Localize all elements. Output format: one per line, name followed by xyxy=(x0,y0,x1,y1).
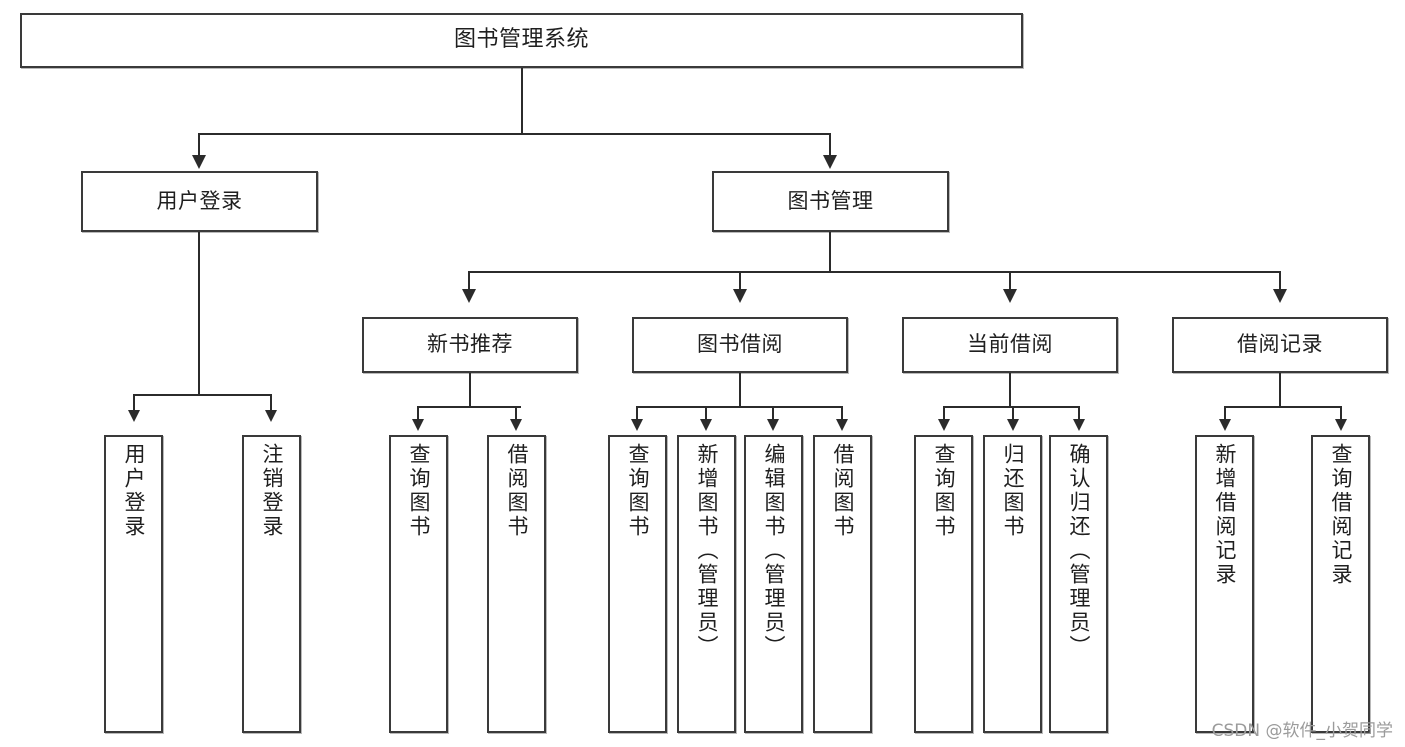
node-leaf-add-book[interactable]: 新增图书（管理员） xyxy=(677,435,736,733)
connector-current-borrow-bus xyxy=(943,406,1078,408)
node-label: 新增借阅记录 xyxy=(1213,443,1237,587)
node-leaf-query-book-3[interactable]: 查询图书 xyxy=(914,435,973,733)
arrowhead-leaf-add-book xyxy=(700,419,712,431)
connector-root-down xyxy=(521,68,523,134)
connector-current-borrow-down xyxy=(1009,373,1011,407)
node-label: 图书管理系统 xyxy=(453,27,589,53)
node-label: 归还图书 xyxy=(1001,443,1025,539)
connector-new-book-leaf2 xyxy=(515,406,517,420)
node-branch-user-login[interactable]: 用户登录 xyxy=(81,171,318,232)
connector-new-book-leaf1 xyxy=(417,406,419,420)
node-label: 当前借阅 xyxy=(967,332,1053,357)
connector-book-borrow-leaf3 xyxy=(772,406,774,420)
connector-user-login-down xyxy=(198,232,200,395)
arrowhead-leaf-query-book-3 xyxy=(938,419,950,431)
node-label: 编辑图书（管理员） xyxy=(762,443,786,659)
connector-book-borrow-leaf4 xyxy=(841,406,843,420)
node-label: 借阅图书 xyxy=(831,443,855,539)
arrowhead-leaf-user-login xyxy=(128,410,140,422)
node-sub-current-borrow[interactable]: 当前借阅 xyxy=(902,317,1118,373)
node-leaf-user-login[interactable]: 用户登录 xyxy=(104,435,163,733)
arrowhead-leaf-return-book xyxy=(1007,419,1019,431)
connector-borrow-record-down xyxy=(1279,373,1281,407)
connector-book-borrow-leaf1 xyxy=(636,406,638,420)
arrowhead-book-manage xyxy=(823,155,837,169)
node-label: 图书借阅 xyxy=(697,332,783,357)
connector-user-login-bus xyxy=(133,394,270,396)
node-label: 查询图书 xyxy=(407,443,431,539)
node-leaf-return-book[interactable]: 归还图书 xyxy=(983,435,1042,733)
node-label: 确认归还（管理员） xyxy=(1067,443,1091,659)
connector-borrow-record-bus xyxy=(1224,406,1342,408)
node-leaf-edit-book[interactable]: 编辑图书（管理员） xyxy=(744,435,803,733)
node-leaf-borrow-book-2[interactable]: 借阅图书 xyxy=(813,435,872,733)
arrowhead-borrow-record xyxy=(1273,289,1287,303)
arrowhead-leaf-logout-login xyxy=(265,410,277,422)
node-label: 新增图书（管理员） xyxy=(695,443,719,659)
node-label: 新书推荐 xyxy=(427,332,513,357)
node-label: 用户登录 xyxy=(156,188,243,213)
node-label: 注销登录 xyxy=(260,443,284,539)
connector-user-login-leaf1 xyxy=(133,394,135,412)
connector-new-book-down xyxy=(469,373,471,407)
arrowhead-leaf-query-book-1 xyxy=(412,419,424,431)
node-label: 借阅记录 xyxy=(1237,332,1323,357)
connector-borrow-record-leaf1 xyxy=(1224,406,1226,420)
connector-to-book-borrow xyxy=(739,271,741,291)
arrowhead-leaf-edit-book xyxy=(767,419,779,431)
connector-borrow-record-leaf2 xyxy=(1340,406,1342,420)
connector-current-borrow-leaf1 xyxy=(943,406,945,420)
node-leaf-add-record[interactable]: 新增借阅记录 xyxy=(1195,435,1254,733)
node-leaf-confirm-return[interactable]: 确认归还（管理员） xyxy=(1049,435,1108,733)
node-label: 查询图书 xyxy=(932,443,956,539)
arrowhead-leaf-borrow-book-1 xyxy=(510,419,522,431)
connector-to-book-manage xyxy=(829,133,831,158)
arrowhead-current-borrow xyxy=(1003,289,1017,303)
arrowhead-leaf-query-record xyxy=(1335,419,1347,431)
arrowhead-new-book-recommend xyxy=(462,289,476,303)
arrowhead-leaf-add-record xyxy=(1219,419,1231,431)
node-sub-book-borrow[interactable]: 图书借阅 xyxy=(632,317,848,373)
node-leaf-borrow-book-1[interactable]: 借阅图书 xyxy=(487,435,546,733)
connector-user-login-leaf2 xyxy=(270,394,272,412)
connector-book-borrow-leaf2 xyxy=(705,406,707,420)
connector-current-borrow-leaf2 xyxy=(1012,406,1014,420)
connector-sub-branch-bus xyxy=(468,271,1280,273)
arrowhead-leaf-confirm-return xyxy=(1073,419,1085,431)
connector-to-user-login xyxy=(198,133,200,158)
arrowhead-leaf-query-book-2 xyxy=(631,419,643,431)
csdn-watermark: CSDN @软件_小贺同学 xyxy=(1211,721,1393,741)
node-label: 查询图书 xyxy=(626,443,650,539)
node-label: 查询借阅记录 xyxy=(1329,443,1353,587)
node-leaf-query-book-1[interactable]: 查询图书 xyxy=(389,435,448,733)
connector-level2-bus xyxy=(198,133,829,135)
connector-book-borrow-down xyxy=(739,373,741,407)
node-label: 图书管理 xyxy=(787,188,874,213)
node-root-system[interactable]: 图书管理系统 xyxy=(20,13,1023,68)
connector-to-borrow-record xyxy=(1279,271,1281,291)
node-leaf-logout-login[interactable]: 注销登录 xyxy=(242,435,301,733)
arrowhead-book-borrow xyxy=(733,289,747,303)
connector-to-new-book xyxy=(468,271,470,291)
node-label: 借阅图书 xyxy=(505,443,529,539)
node-label: 用户登录 xyxy=(122,443,146,539)
connector-book-manage-down xyxy=(829,232,831,272)
node-sub-borrow-record[interactable]: 借阅记录 xyxy=(1172,317,1388,373)
connector-to-current-borrow xyxy=(1009,271,1011,291)
connector-current-borrow-leaf3 xyxy=(1078,406,1080,420)
node-sub-new-book-recommend[interactable]: 新书推荐 xyxy=(362,317,578,373)
node-leaf-query-record[interactable]: 查询借阅记录 xyxy=(1311,435,1370,733)
arrowhead-leaf-borrow-book-2 xyxy=(836,419,848,431)
connector-book-borrow-bus xyxy=(636,406,842,408)
arrowhead-user-login xyxy=(192,155,206,169)
connector-new-book-bus xyxy=(417,406,521,408)
node-branch-book-manage[interactable]: 图书管理 xyxy=(712,171,949,232)
node-leaf-query-book-2[interactable]: 查询图书 xyxy=(608,435,667,733)
